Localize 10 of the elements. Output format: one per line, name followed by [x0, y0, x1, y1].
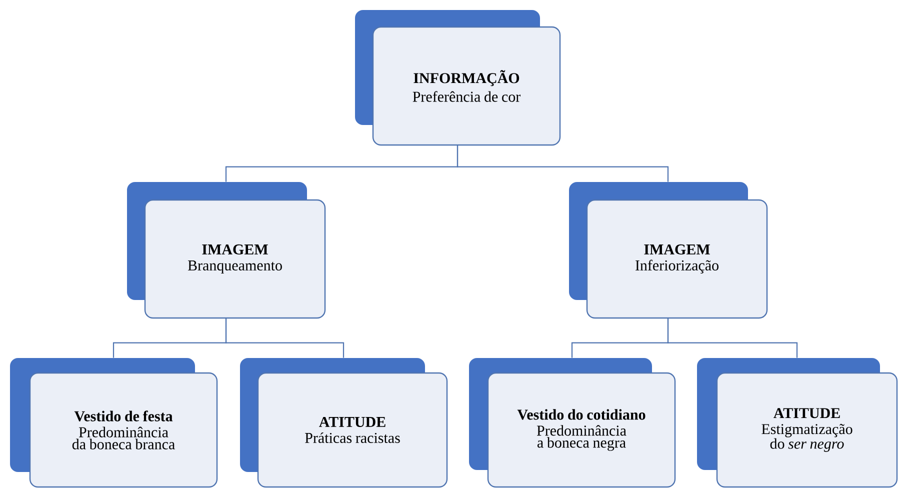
card: Vestido de festa Predominância da boneca branca	[10, 358, 218, 488]
card: IMAGEM Branqueamento	[127, 182, 326, 319]
card: ATITUDE Práticas racistas	[240, 358, 448, 488]
card: INFORMAÇÃO Preferência de cor	[355, 10, 561, 146]
connector	[667, 318, 798, 358]
card: Vestido do cotidiano Predominância a boneca negra	[469, 358, 676, 488]
connector	[225, 318, 344, 358]
card: IMAGEM Inferiorização	[569, 182, 768, 319]
card: ATITUDE Estigmatização do ser negro	[697, 358, 898, 488]
connector	[456, 145, 669, 182]
